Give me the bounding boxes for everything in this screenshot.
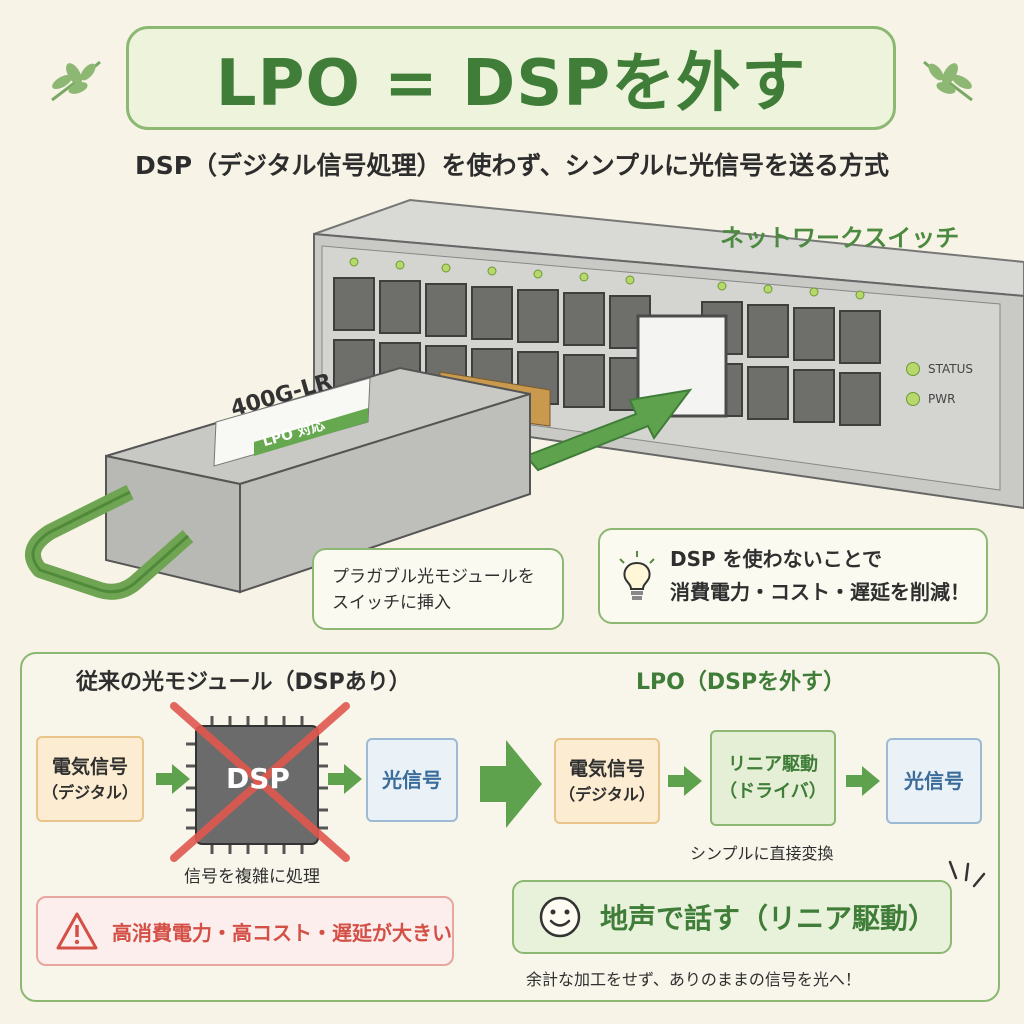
lpo-driver-line2: （ドライバ）: [719, 781, 827, 802]
port-led: [579, 272, 589, 282]
arrow-right-icon: [846, 766, 880, 796]
arrow-right-icon: [668, 766, 702, 796]
arrow-right-icon: [156, 764, 190, 794]
insert-arrow-icon: [524, 388, 693, 472]
lpo-driver-line1: リニア駆動: [728, 754, 818, 775]
smile-face-icon: [539, 896, 581, 938]
arrow-right-icon: [328, 764, 362, 794]
pwr-label: PWR: [928, 392, 956, 406]
switch-port: [563, 354, 605, 408]
dsp-callout-line2: 消費電力・コスト・遅延を削減！: [670, 580, 970, 604]
big-arrow-right-icon: [480, 740, 542, 828]
dsp-chip-caption: 信号を複雑に処理: [184, 867, 320, 887]
insert-callout: プラガブル光モジュールを スイッチに挿入: [312, 548, 564, 630]
lpo-input-line1: 電気信号: [568, 757, 645, 780]
status-label: STATUS: [928, 362, 974, 376]
switch-port: [563, 292, 605, 346]
lightbulb-icon: [619, 551, 655, 600]
port-led: [349, 257, 359, 267]
switch-port: [747, 366, 789, 420]
page-title: LPO = DSPを外す: [215, 47, 807, 121]
conventional-warning-text: 高消費電力・高コスト・遅延が大きい: [112, 920, 452, 945]
dsp-callout-line1: DSP を使わないことで: [670, 547, 883, 571]
status-led: [906, 362, 920, 376]
insert-callout-line2: スイッチに挿入: [332, 593, 451, 614]
sparkle-lines-icon: [948, 860, 986, 888]
port-led: [395, 260, 405, 270]
switch-label: ネットワークスイッチ: [720, 224, 960, 252]
switch-port: [747, 304, 789, 358]
optical-module-illustration: [25, 366, 551, 600]
natural-voice-box: 地声で話す（リニア駆動）: [512, 880, 952, 954]
lpo-heading: LPO（DSPを外す）: [636, 670, 846, 695]
port-led: [487, 266, 497, 276]
switch-port: [839, 310, 881, 364]
leaf-right-icon: [923, 60, 973, 102]
lpo-electric-signal-box: 電気信号 （デジタル）: [554, 738, 660, 824]
natural-voice-text: 地声で話す（リニア駆動）: [600, 902, 937, 935]
port-led: [533, 269, 543, 279]
switch-port: [333, 277, 375, 331]
port-led: [717, 281, 727, 291]
conventional-electric-signal-box: 電気信号 （デジタル）: [36, 736, 144, 822]
lpo-caption: シンプルに直接変換: [690, 844, 834, 863]
port-led: [855, 290, 865, 300]
dsp-chip-crossed-illustration: [170, 702, 350, 862]
conventional-input-line2: （デジタル）: [42, 783, 138, 803]
network-switch-illustration: [313, 198, 1024, 510]
insert-callout-line1: プラガブル光モジュールを: [332, 567, 535, 587]
switch-port: [793, 369, 835, 423]
port-led: [625, 275, 635, 285]
title-banner: LPO = DSPを外す: [126, 26, 896, 130]
conventional-output: 光信号: [382, 768, 442, 792]
conventional-optical-signal-box: 光信号: [366, 738, 458, 822]
lpo-input-line2: （デジタル）: [559, 785, 655, 805]
dsp-benefit-callout: DSP を使わないことで 消費電力・コスト・遅延を削減！: [598, 528, 988, 624]
pwr-led: [906, 392, 920, 406]
lpo-output: 光信号: [904, 769, 964, 793]
port-led: [809, 287, 819, 297]
switch-port: [517, 289, 559, 343]
dsp-chip-label: DSP: [226, 762, 290, 795]
page-subtitle: DSP（デジタル信号処理）を使わず、シンプルに光信号を送る方式: [134, 151, 890, 180]
conventional-heading: 従来の光モジュール（DSPあり）: [76, 670, 411, 695]
switch-port: [793, 307, 835, 361]
switch-port: [839, 372, 881, 426]
switch-port: [425, 283, 467, 337]
conventional-warning-box: 高消費電力・高コスト・遅延が大きい: [36, 896, 454, 966]
lpo-optical-signal-box: 光信号: [886, 738, 982, 824]
conventional-input-line1: 電気信号: [51, 755, 128, 778]
port-led: [763, 284, 773, 294]
port-led: [441, 263, 451, 273]
switch-port: [471, 286, 513, 340]
leaf-left-icon: [51, 60, 101, 102]
lpo-note: 余計な加工をせず、ありのままの信号を光へ！: [526, 970, 861, 989]
linear-driver-box: リニア駆動 （ドライバ）: [710, 730, 836, 826]
switch-port: [379, 280, 421, 334]
warning-icon: [56, 912, 98, 950]
